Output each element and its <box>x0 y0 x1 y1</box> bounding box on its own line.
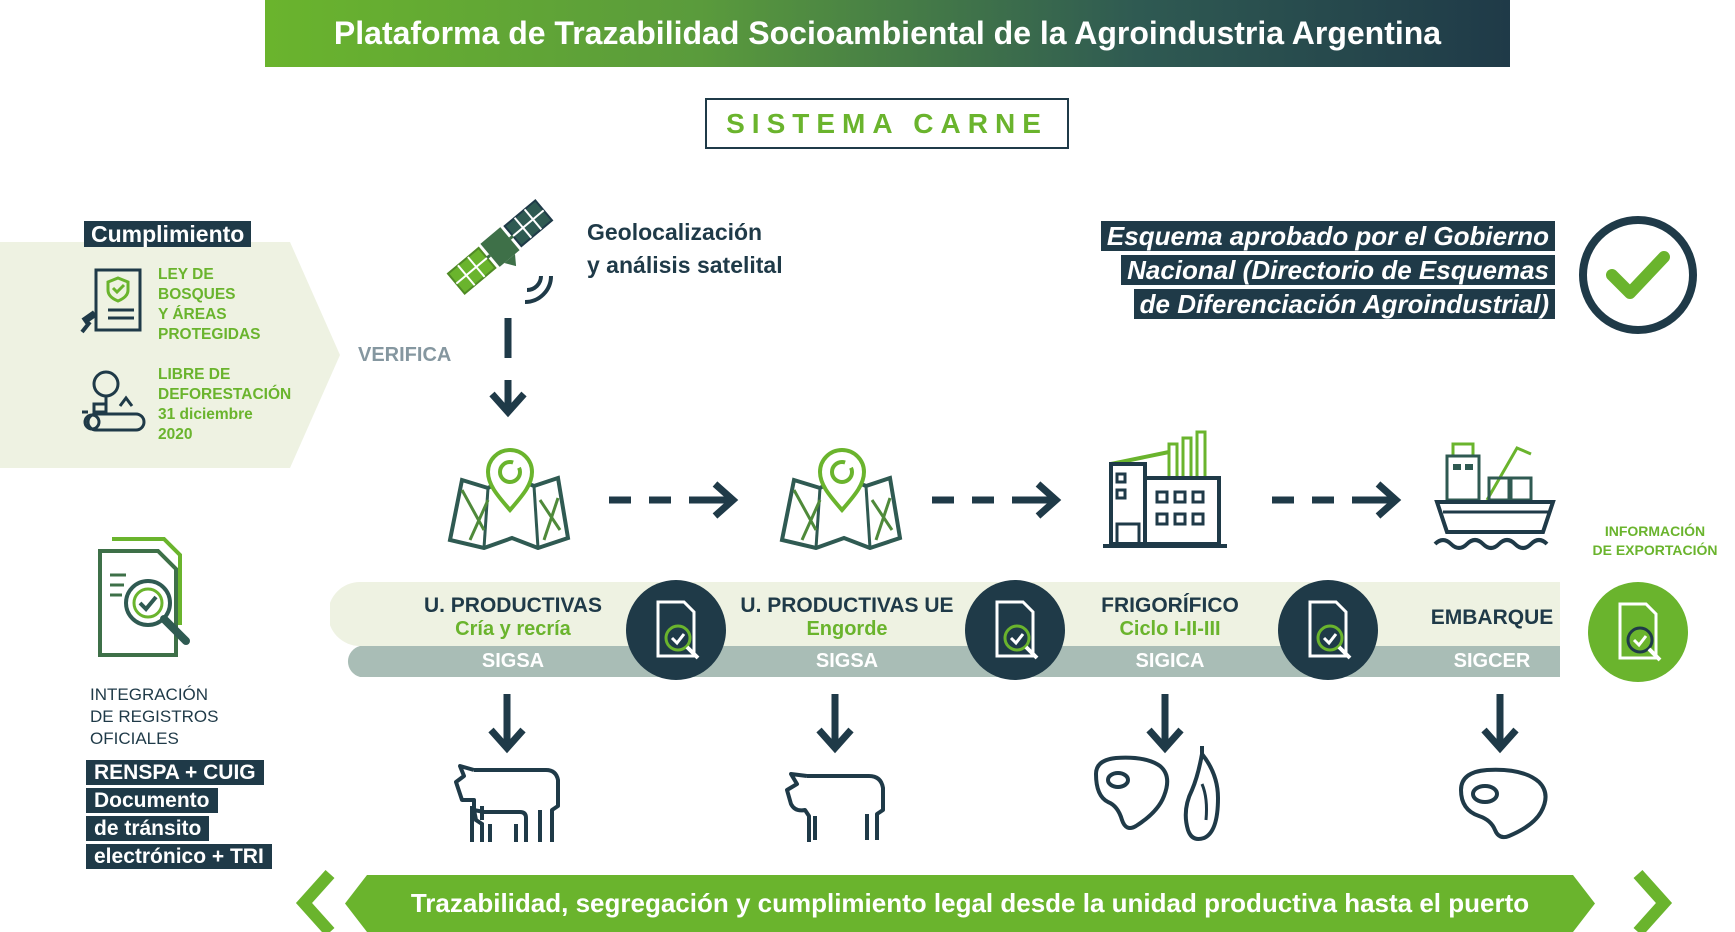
check-circle-icon <box>1579 216 1697 334</box>
document-search-icon <box>98 537 190 657</box>
bottom-banner: Trazabilidad, segregación y cumplimiento… <box>345 875 1595 932</box>
page-title: Plataforma de Trazabilidad Socioambienta… <box>265 0 1510 67</box>
down-arrow-icon <box>488 694 526 754</box>
export-document-check-icon <box>1588 582 1688 682</box>
meat-cuts-icon <box>1093 746 1221 841</box>
geolocation-label: Geolocalización y análisis satelital <box>587 219 783 278</box>
cow-icon <box>785 772 885 842</box>
document-check-icon <box>1278 580 1378 680</box>
integration-label: INTEGRACIÓN DE REGISTROS OFICIALES <box>90 685 219 748</box>
system-subtitle: SISTEMA CARNE <box>705 98 1069 149</box>
document-check-icon <box>965 580 1065 680</box>
down-arrow-icon <box>816 694 854 754</box>
deforestation-icon <box>82 370 146 432</box>
steak-icon <box>1458 767 1548 840</box>
map-pin-icon <box>779 448 903 550</box>
down-arrow-icon <box>1146 694 1184 754</box>
stage-3: FRIGORÍFICO Ciclo I-II-III SIGICA <box>1101 594 1239 672</box>
down-arrow-icon <box>489 318 527 418</box>
flow-arrow-icon <box>932 481 1062 519</box>
stage-2: U. PRODUCTIVAS UE Engorde SIGSA <box>740 594 954 672</box>
flow-arrow-icon <box>609 481 739 519</box>
ship-icon <box>1433 442 1556 550</box>
stage-4: EMBARQUE SIGCER <box>1430 606 1554 672</box>
cow-calf-icon <box>454 764 560 842</box>
registries-list: RENSPA + CUIG Documento de tránsito elec… <box>86 760 272 869</box>
flow-arrow-icon <box>1272 481 1402 519</box>
map-pin-icon <box>447 448 571 550</box>
chevron-left-icon <box>295 870 335 932</box>
stage-1: U. PRODUCTIVAS Cría y recría SIGSA <box>423 594 603 672</box>
government-approval: Esquema aprobado por el Gobierno Naciona… <box>1075 221 1555 319</box>
satellite-icon <box>446 198 554 304</box>
document-check-icon <box>626 580 726 680</box>
chevron-right-icon <box>1633 870 1673 932</box>
verifica-label: VERIFICA <box>358 344 452 366</box>
factory-icon <box>1103 430 1227 548</box>
down-arrow-icon <box>1481 694 1519 754</box>
law-document-icon <box>80 268 142 334</box>
compliance-heading: Cumplimiento <box>84 221 252 247</box>
